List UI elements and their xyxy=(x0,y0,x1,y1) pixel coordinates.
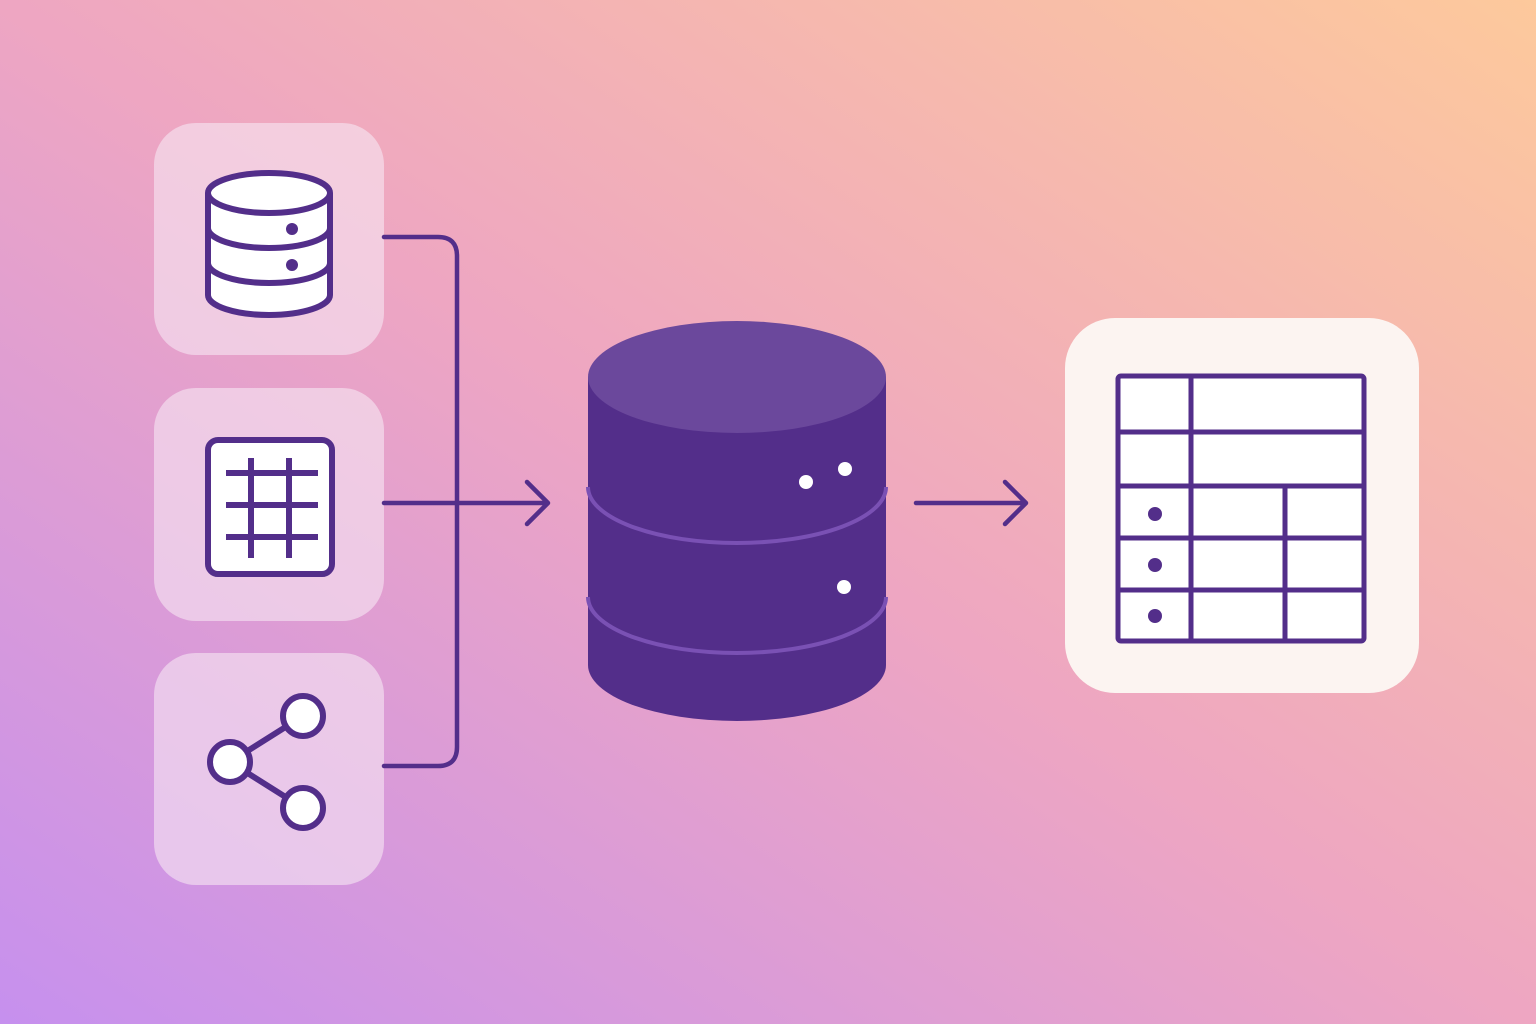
source-connectors xyxy=(381,234,551,769)
database-icon xyxy=(205,170,333,318)
arrow-to-output xyxy=(913,479,1029,527)
source-tile-database xyxy=(154,123,384,355)
status-dot xyxy=(799,475,813,489)
output-tile xyxy=(1065,318,1419,693)
table-icon xyxy=(1115,373,1367,644)
status-dot xyxy=(837,580,851,594)
share-network-icon xyxy=(207,693,326,831)
hub-database-icon xyxy=(586,321,888,721)
source-tile-table xyxy=(154,388,384,621)
source-tile-share xyxy=(154,653,384,885)
arrow-to-hub xyxy=(381,479,551,527)
table-grid-icon xyxy=(205,437,335,577)
status-dot xyxy=(838,462,852,476)
